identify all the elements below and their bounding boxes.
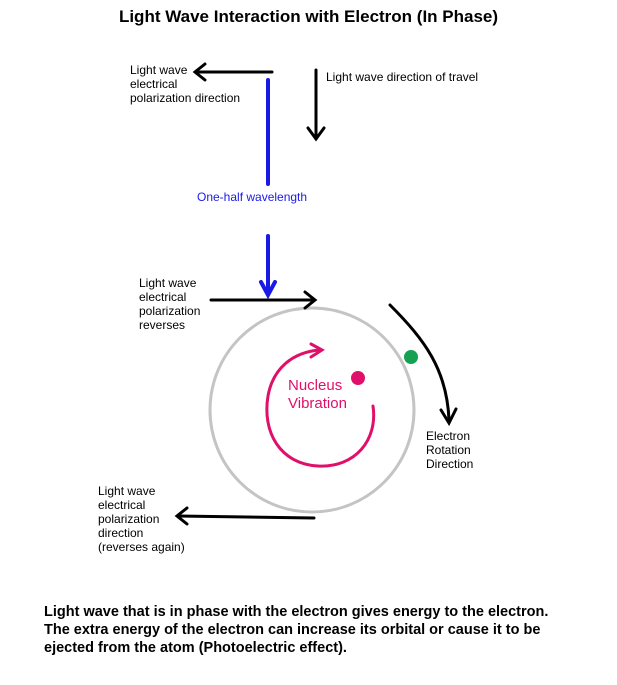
polarization-arrow-top (192, 62, 274, 82)
label-electron-rotation: Electron Rotation Direction (426, 429, 474, 471)
orbit-circle (208, 306, 416, 514)
label-polarization-reverses: Light wave electrical polarization rever… (139, 276, 201, 332)
electron-rotation-arrow (388, 303, 458, 427)
nucleus-dot (351, 371, 365, 385)
label-travel-direction: Light wave direction of travel (326, 70, 479, 84)
diagram-caption: Light wave that is in phase with the ele… (44, 604, 549, 656)
label-half-wavelength: One-half wavelength (197, 190, 308, 204)
travel-direction-arrow (306, 68, 326, 142)
nucleus-vibration-arrow (265, 342, 376, 468)
polarization-reverses-arrow (209, 290, 318, 310)
half-wavelength-arrow (259, 78, 277, 300)
electron-dot (404, 350, 418, 364)
label-polarization-top: Light wave electrical polarization direc… (130, 63, 241, 105)
label-nucleus-vibration: Nucleus Vibration (288, 377, 347, 412)
label-polarization-bottom: Light wave electrical polarization direc… (98, 484, 185, 554)
polarization-arrow-bottom (174, 506, 316, 526)
diagram-title: Light Wave Interaction with Electron (In… (118, 7, 499, 26)
